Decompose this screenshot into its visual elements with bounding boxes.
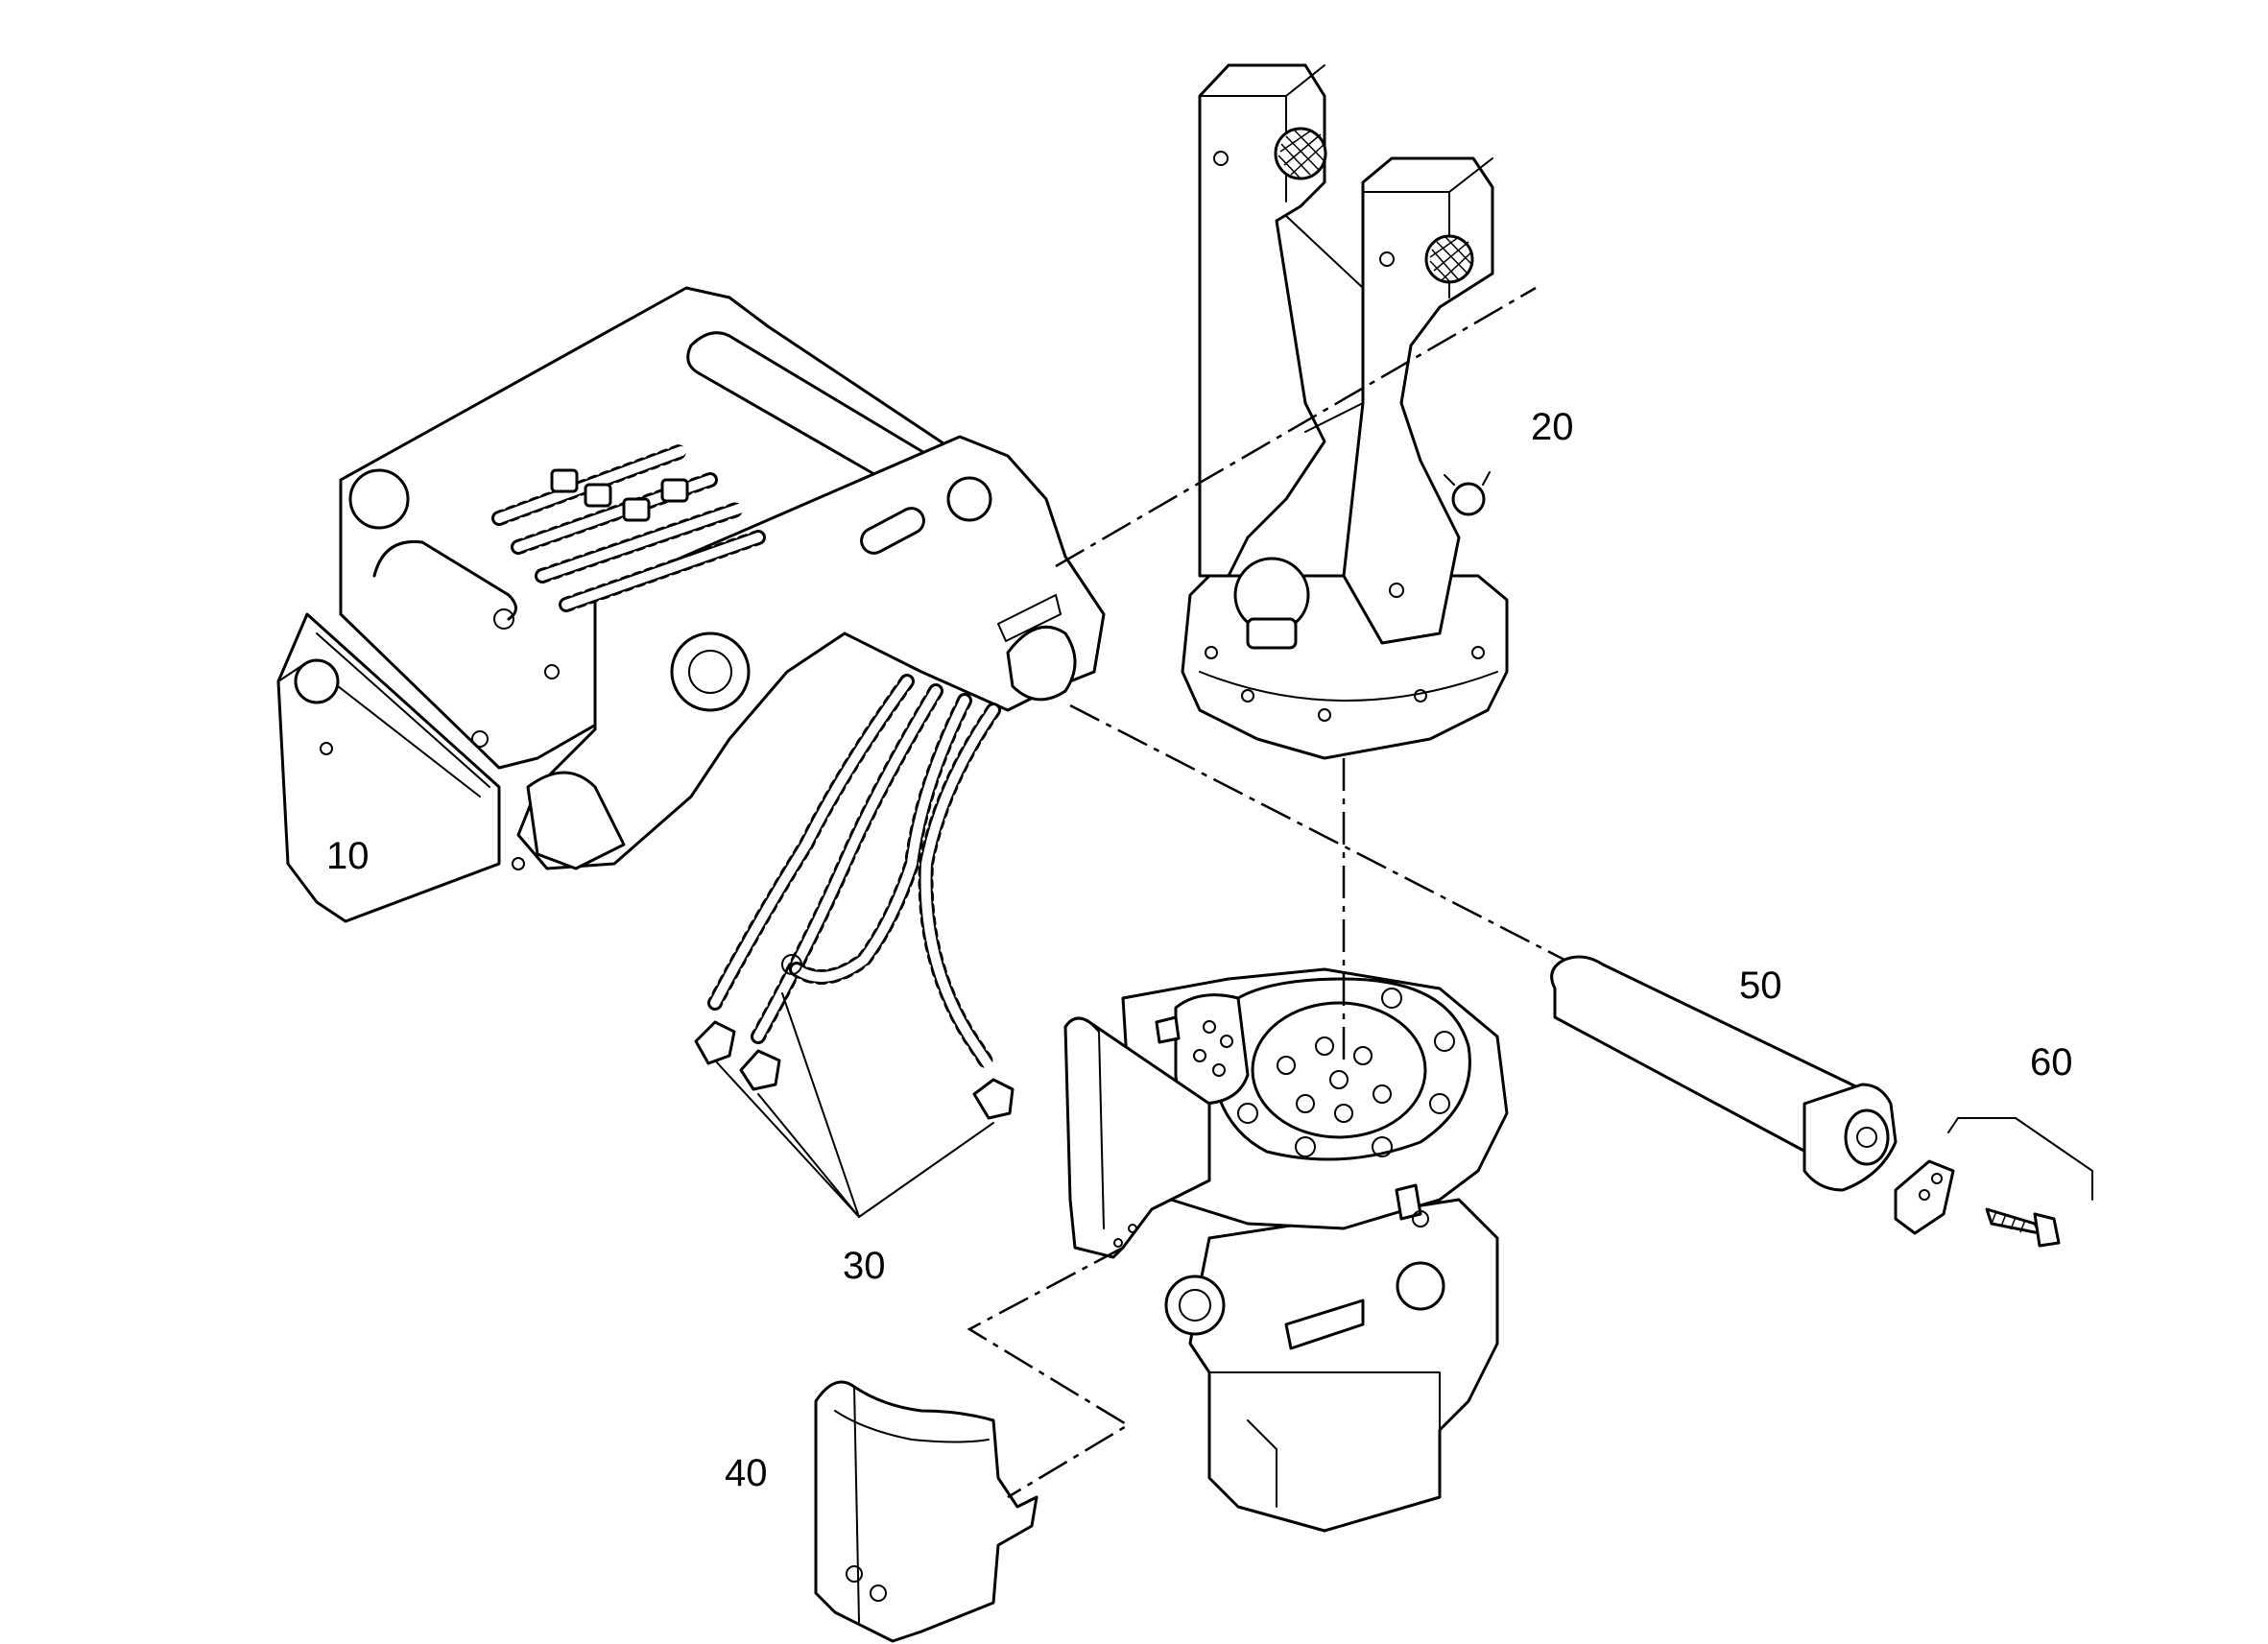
part-20-yoke-bracket <box>1181 63 1509 760</box>
assembly-centerlines <box>967 286 1565 1499</box>
part-50-pivot-pin <box>1550 955 1898 1192</box>
label-part-10: 10 <box>326 835 370 877</box>
label-part-30: 30 <box>843 1245 886 1287</box>
part-60-lock-plate-bolt <box>1894 1117 2093 1248</box>
part-number-labels: 10 20 30 40 50 60 <box>326 406 2073 1494</box>
label-part-20: 20 <box>1531 406 1574 448</box>
part-10-main-frame <box>276 286 1106 923</box>
rotator-housing <box>1063 967 1509 1533</box>
label-part-60: 60 <box>2030 1041 2073 1084</box>
part-40-cover-plate <box>814 1380 1039 1643</box>
part-30-hydraulic-hoses <box>694 674 1015 1218</box>
label-part-50: 50 <box>1739 965 1782 1007</box>
label-part-40: 40 <box>725 1452 768 1494</box>
